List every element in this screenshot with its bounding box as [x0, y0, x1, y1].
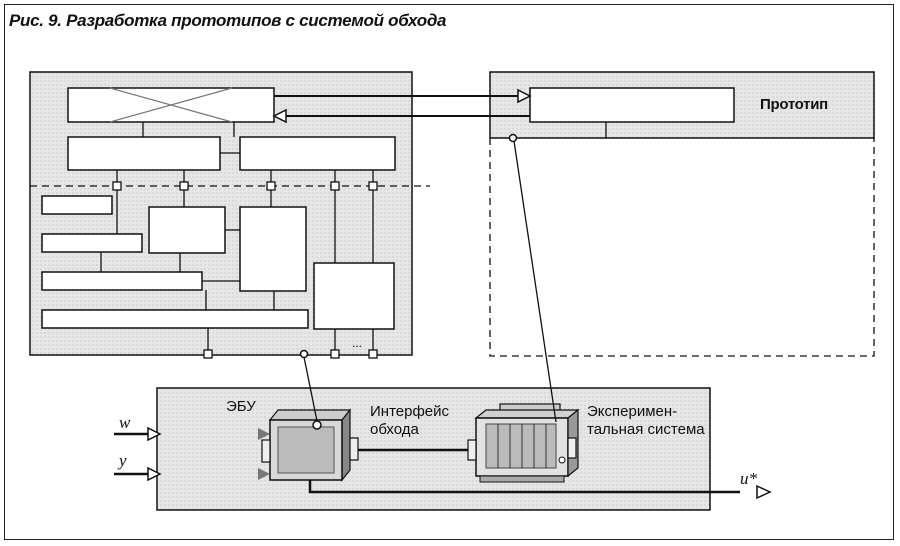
prototype-function-box — [529, 87, 735, 123]
figure-title: Рис. 9. Разработка прототипов с системой… — [9, 11, 447, 30]
function-box-h — [239, 206, 307, 292]
ecu-device — [261, 408, 359, 482]
figure-frame — [4, 4, 894, 540]
ecu-hardware-panel — [156, 387, 740, 511]
ecu-link-cable — [303, 356, 318, 422]
bypass-interface-label-line1: Интерфейс — [370, 403, 450, 420]
input-w-label: w — [119, 413, 131, 432]
experimental-system-label-line2: тальная система — [587, 421, 705, 438]
function-box-c — [41, 195, 113, 215]
prototype-label: Прототип — [760, 96, 828, 113]
experimental-system-label-line1: Эксперимен- — [587, 403, 678, 420]
prototype-panel — [489, 71, 875, 357]
crossed-out-function-box — [67, 87, 275, 123]
function-box-f — [41, 309, 309, 329]
output-arrowhead — [756, 484, 772, 500]
input-arrows — [114, 426, 162, 482]
function-box-b — [239, 136, 396, 171]
function-box-i — [313, 262, 395, 330]
ecu-port-circle — [299, 349, 309, 359]
function-box-g — [148, 206, 226, 254]
input-y-label: y — [119, 451, 127, 470]
ellipsis-label: ... — [352, 336, 363, 350]
hook-points-upper — [112, 181, 378, 191]
prototype-port-circle — [508, 133, 518, 143]
bypass-data-arrows — [272, 88, 532, 124]
function-box-e — [41, 271, 203, 291]
output-u-label: u* — [740, 469, 757, 488]
function-box-a — [67, 136, 221, 171]
experimental-system-device — [467, 403, 580, 483]
hook-points-lower — [203, 349, 378, 359]
function-box-d — [41, 233, 143, 253]
bypass-interface-label-line2: обхода — [370, 421, 419, 438]
prototype-link-cable — [513, 140, 557, 423]
ecu-label: ЭБУ — [226, 398, 256, 415]
ecu-software-panel — [29, 71, 430, 359]
